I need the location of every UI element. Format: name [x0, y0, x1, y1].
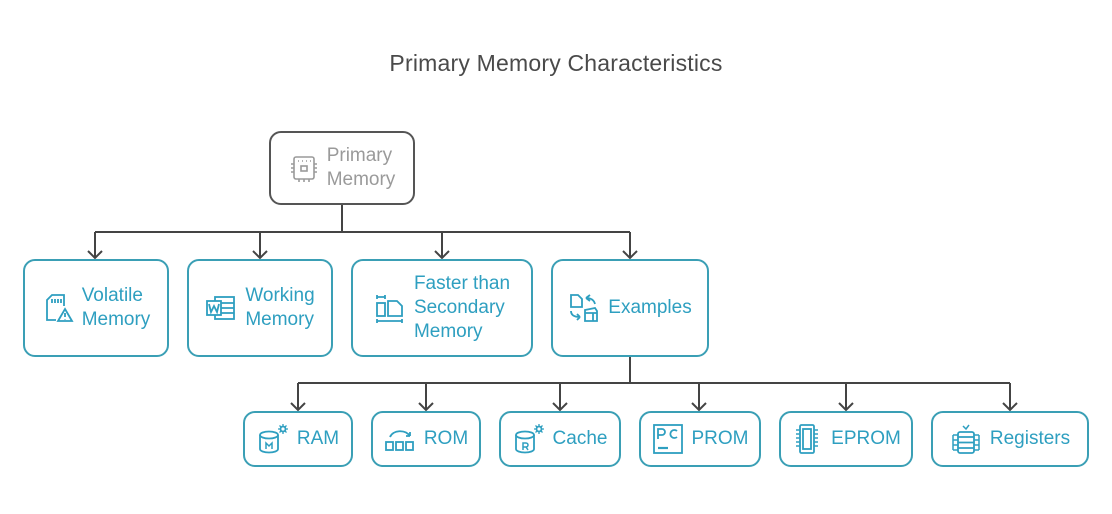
- node-faster-than-secondary[interactable]: Faster than Secondary Memory: [351, 259, 533, 357]
- arrowhead-prom: [691, 402, 707, 412]
- node-cache[interactable]: Cache: [499, 411, 621, 467]
- node-label: Volatile Memory: [81, 285, 151, 330]
- sd-card-warning-icon: [42, 292, 74, 324]
- arrowhead-rom: [418, 402, 434, 412]
- node-volatile-memory[interactable]: Volatile Memory: [23, 259, 169, 357]
- arrowhead-eprom: [838, 402, 854, 412]
- arrowhead-cache: [552, 402, 568, 412]
- chip-icon: [791, 423, 823, 455]
- shapes-swap-icon: [568, 292, 600, 324]
- node-label: Examples: [608, 297, 692, 318]
- node-label: ROM: [423, 428, 469, 449]
- arrowhead-working: [252, 250, 268, 260]
- arrowhead-registers: [1002, 402, 1018, 412]
- node-label: Faster than Secondary Memory: [413, 273, 511, 342]
- node-label: Cache: [552, 428, 608, 449]
- boxes-arrow-icon: [384, 423, 416, 455]
- node-primary-memory[interactable]: Primary Memory: [269, 131, 415, 205]
- width-compare-icon: [374, 292, 406, 324]
- arrowhead-ram: [290, 402, 306, 412]
- register-stack-icon: [950, 423, 982, 455]
- node-label: Working Memory: [245, 285, 315, 330]
- arrowhead-examples: [622, 250, 638, 260]
- node-prom[interactable]: PROM: [639, 411, 761, 467]
- node-working-memory[interactable]: Working Memory: [187, 259, 333, 357]
- diagram-title: Primary Memory Characteristics: [389, 50, 723, 76]
- node-label: Primary Memory: [326, 145, 396, 190]
- database-m-gear-icon: [257, 423, 289, 455]
- node-registers[interactable]: Registers: [931, 411, 1089, 467]
- node-label: RAM: [296, 428, 340, 449]
- database-r-gear-icon: [513, 423, 545, 455]
- arrowhead-volatile: [87, 250, 103, 260]
- node-rom[interactable]: ROM: [371, 411, 481, 467]
- node-eprom[interactable]: EPROM: [779, 411, 913, 467]
- node-ram[interactable]: RAM: [243, 411, 353, 467]
- node-label: Registers: [989, 428, 1071, 449]
- circuit-board-icon: [289, 153, 319, 183]
- pc-box-icon: [652, 423, 684, 455]
- word-document-icon: [205, 292, 237, 324]
- node-label: PROM: [691, 428, 749, 449]
- arrowhead-faster: [434, 250, 450, 260]
- node-examples[interactable]: Examples: [551, 259, 709, 357]
- node-label: EPROM: [831, 428, 901, 449]
